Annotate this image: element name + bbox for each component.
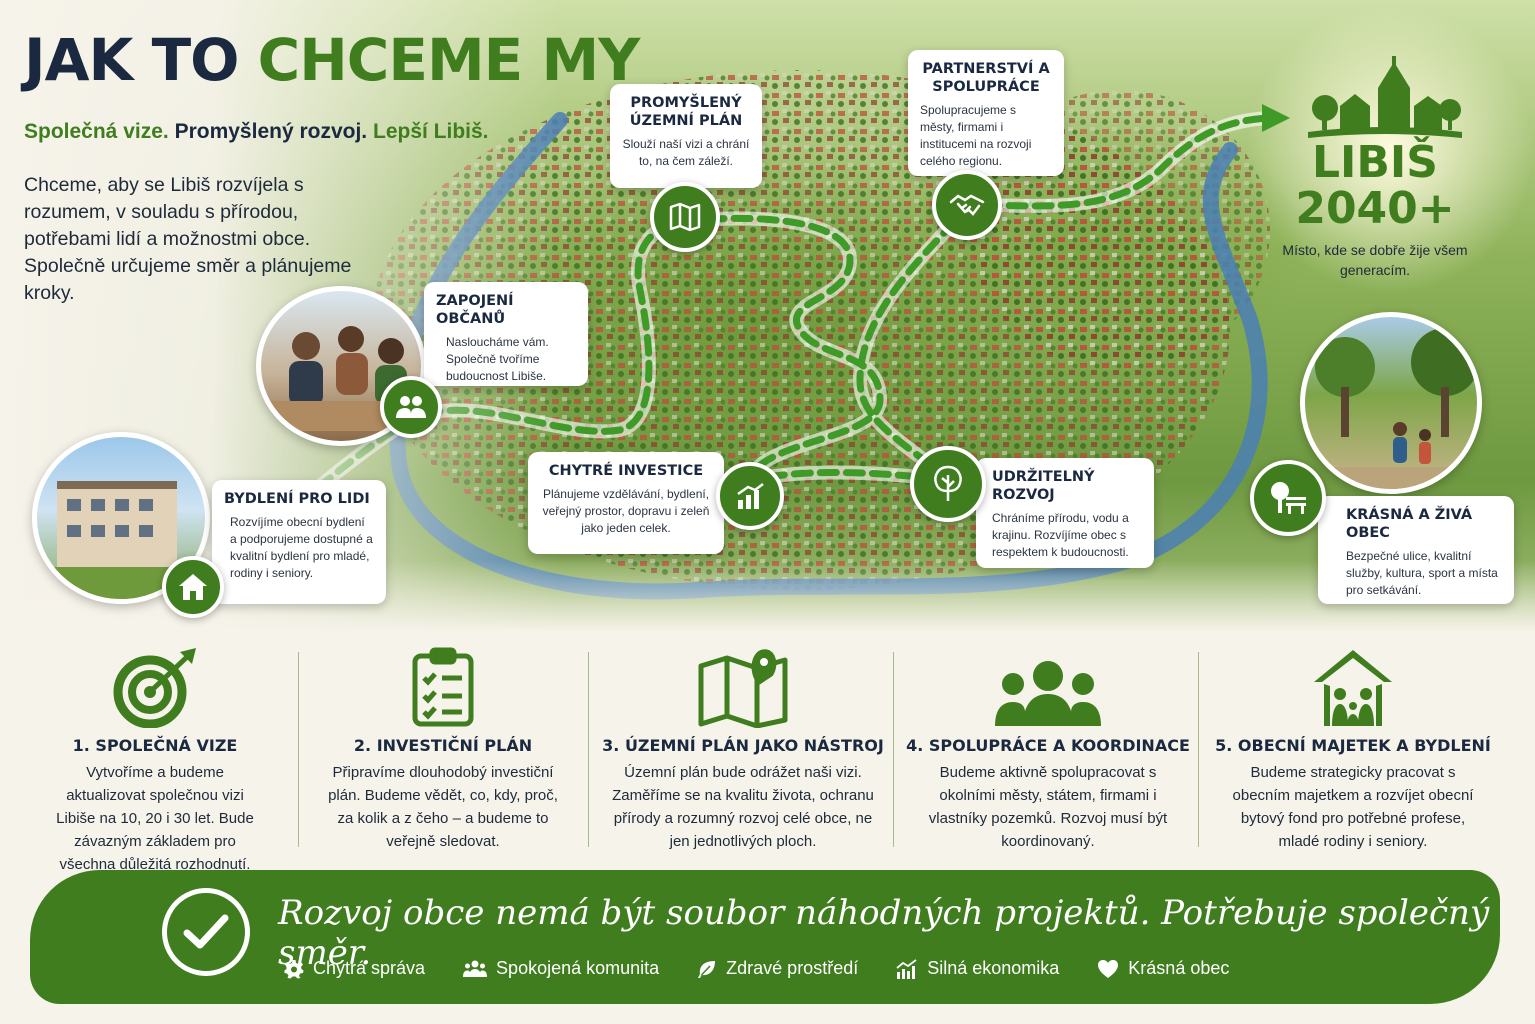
subtitle-part-1: Společná vize. — [24, 120, 169, 143]
pillar-5-text: Budeme strategicky pracovat s obecním ma… — [1232, 764, 1474, 850]
target-icon — [10, 636, 300, 728]
subtitle-part-2: Promyšlený rozvoj. — [174, 120, 368, 143]
pillar-2-title: 2. INVESTIČNÍ PLÁN — [353, 736, 533, 755]
community-icon — [463, 960, 488, 977]
house-icon — [162, 556, 224, 618]
callout-udrzitelny: UDRŽITELNÝ ROZVOJ Chráníme přírodu, vodu… — [976, 458, 1154, 568]
goal-title-line-2: 2040+ — [1295, 183, 1455, 234]
goal-title-line-1: LIBIŠ — [1311, 137, 1438, 188]
banner-values: Chytrá správa Spokojená komunita Zdravé … — [284, 958, 1229, 979]
pillar-uzemni-plan: 3. ÚZEMNÍ PLÁN JAKO NÁSTROJ Územní plán … — [598, 636, 888, 853]
pillar-1-title: 1. SPOLEČNÁ VIZE — [72, 736, 238, 755]
callout-partnerstvi-text: Spolupracujeme s městy, firmami i instit… — [920, 103, 1032, 168]
community-people-icon — [380, 376, 442, 438]
pillar-investicni-plan: 2. INVESTIČNÍ PLÁN Připravíme dlouhodobý… — [298, 636, 588, 853]
people-group-icon — [903, 636, 1193, 728]
callout-uzemni-plan-title: PROMYŠLENÝ ÚZEMNÍ PLÁN — [629, 95, 743, 129]
callout-krasna-title: KRÁSNÁ A ŽIVÁ OBEC — [1346, 507, 1473, 541]
page-title: JAK TO CHCEME MY — [24, 26, 641, 94]
value-spokojena-komunita: Spokojená komunita — [463, 958, 659, 979]
value-label: Chytrá správa — [313, 958, 426, 978]
value-silna-ekonomika: Silná ekonomika — [896, 958, 1059, 979]
value-krasna-obec: Krásná obec — [1097, 958, 1229, 979]
leaf-icon — [698, 960, 716, 978]
callout-bydleni-title: BYDLENÍ PRO LIDI — [224, 491, 370, 507]
pillar-divider — [298, 652, 299, 847]
village-life-photo — [1300, 312, 1482, 494]
slogan-banner — [30, 870, 1500, 1004]
callout-partnerstvi-title: PARTNERSTVÍ A SPOLUPRÁCE — [922, 61, 1050, 95]
title-part-2: CHCEME MY — [257, 26, 641, 94]
callout-uzemni-plan-text: Slouží naší vizi a chrání to, na čem zál… — [622, 137, 750, 168]
callout-investice-text: Plánujeme vzdělávání, bydlení, veřejný p… — [542, 487, 710, 535]
journey-path-dashes — [196, 114, 1274, 594]
page-subtitle: Společná vize. Promyšlený rozvoj. Lepší … — [24, 120, 489, 144]
subtitle-part-3: Lepší Libiš. — [373, 120, 489, 143]
callout-krasna: KRÁSNÁ A ŽIVÁ OBEC Bezpečné ulice, kvali… — [1318, 496, 1514, 604]
pillar-spoluprace: 4. SPOLUPRÁCE A KOORDINACE Budeme aktivn… — [903, 636, 1193, 853]
growth-bars-icon — [716, 462, 784, 530]
pillar-divider — [1198, 652, 1199, 847]
callout-krasna-text: Bezpečné ulice, kvalitní služby, kultura… — [1346, 549, 1498, 597]
callout-partnerstvi: PARTNERSTVÍ A SPOLUPRÁCE Spolupracujeme … — [908, 50, 1064, 176]
value-label: Silná ekonomika — [927, 958, 1060, 978]
callout-zapojeni-title: ZAPOJENÍ OBČANŮ — [436, 293, 514, 327]
tree-icon — [910, 446, 986, 522]
value-label: Zdravé prostředí — [726, 958, 859, 978]
value-label: Spokojená komunita — [496, 958, 660, 978]
title-part-1: JAK TO — [24, 26, 258, 94]
pillar-3-title: 3. ÚZEMNÍ PLÁN JAKO NÁSTROJ — [602, 736, 884, 755]
park-bench-icon — [1250, 460, 1326, 536]
value-zdrave-prostredi: Zdravé prostředí — [697, 958, 858, 979]
pillar-1-text: Vytvoříme a budeme aktualizovat společno… — [56, 764, 254, 873]
value-label: Krásná obec — [1128, 958, 1230, 978]
callout-uzemni-plan: PROMYŠLENÝ ÚZEMNÍ PLÁN Slouží naší vizi … — [610, 84, 762, 188]
journey-arrow-head — [1262, 104, 1290, 132]
gear-icon — [284, 959, 304, 978]
pillar-spolecna-vize: 1. SPOLEČNÁ VIZE Vytvoříme a budeme aktu… — [10, 636, 300, 876]
house-family-icon — [1208, 636, 1498, 728]
callout-investice: CHYTRÉ INVESTICE Plánujeme vzdělávání, b… — [528, 452, 724, 554]
callout-bydleni: BYDLENÍ PRO LIDI Rozvíjíme obecní bydlen… — [212, 480, 386, 604]
callout-udrzitelny-text: Chráníme přírodu, vodu a krajinu. Rozvíj… — [992, 511, 1129, 559]
callout-udrzitelny-title: UDRŽITELNÝ ROZVOJ — [992, 469, 1095, 503]
map-icon — [650, 182, 720, 252]
pillar-divider — [893, 652, 894, 847]
callout-bydleni-text: Rozvíjíme obecní bydlení a podporujeme d… — [230, 515, 373, 580]
pillar-obecni-majetek: 5. OBECNÍ MAJETEK A BYDLENÍ Budeme strat… — [1208, 636, 1498, 853]
pillar-4-text: Budeme aktivně spolupracovat s okolními … — [928, 764, 1168, 850]
intro-text: Chceme, aby se Libiš rozvíjela s rozumem… — [24, 174, 352, 304]
value-chytra-sprava: Chytrá správa — [284, 958, 425, 979]
check-icon — [162, 888, 250, 976]
clipboard-checklist-icon — [298, 636, 588, 728]
pillar-5-title: 5. OBECNÍ MAJETEK A BYDLENÍ — [1215, 736, 1491, 755]
callout-zapojeni: ZAPOJENÍ OBČANŮ Nasloucháme vám. Společn… — [424, 282, 588, 386]
callout-investice-title: CHYTRÉ INVESTICE — [548, 463, 704, 479]
pillar-4-title: 4. SPOLUPRÁCE A KOORDINACE — [906, 736, 1190, 755]
pillar-3-text: Územní plán bude odrážet naši vizi. Zamě… — [612, 764, 874, 850]
pillar-divider — [588, 652, 589, 847]
handshake-icon — [932, 170, 1002, 240]
goal-text: Místo, kde se dobře žije všem generacím. — [1282, 242, 1468, 278]
goal-title: LIBIŠ 2040+ — [1290, 140, 1460, 232]
growth-chart-icon — [896, 958, 917, 979]
banner-slogan: Rozvoj obce nemá být soubor náhodných pr… — [278, 893, 1490, 973]
pillar-2-text: Připravíme dlouhodobý investiční plán. B… — [328, 764, 558, 850]
heart-icon — [1098, 959, 1119, 978]
map-pin-icon — [598, 636, 888, 728]
callout-zapojeni-text: Nasloucháme vám. Společně tvoříme budouc… — [446, 335, 549, 383]
